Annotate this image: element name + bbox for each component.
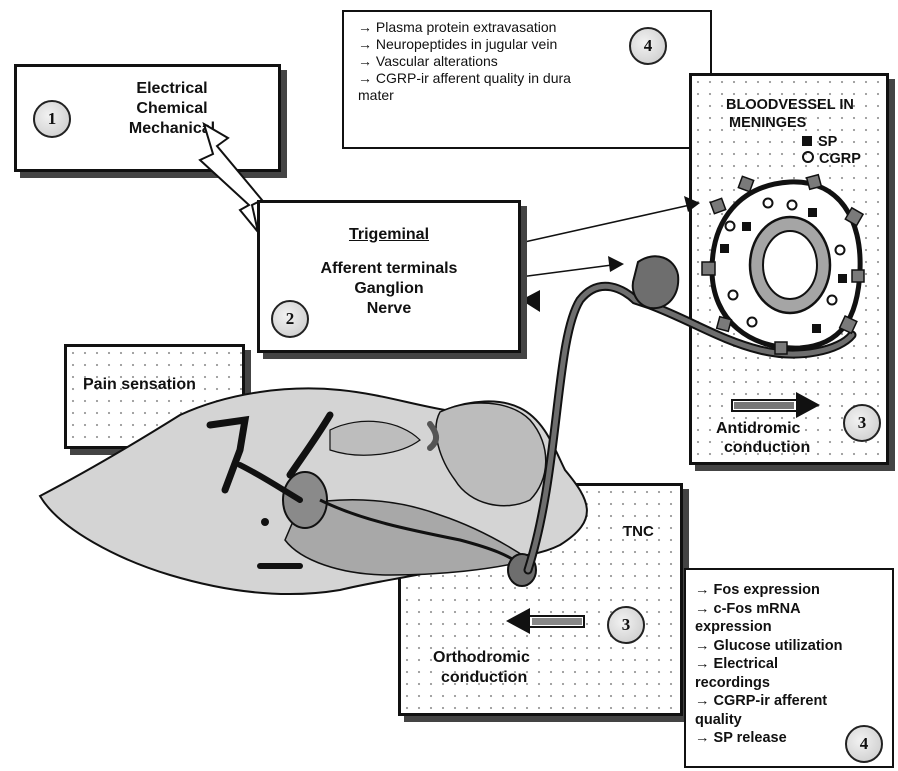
vessel-lumen [763, 231, 817, 299]
trigeminal-afferent-terminals: Afferent terminals [260, 259, 518, 279]
trigeminal-ganglion-label: Ganglion [260, 279, 518, 299]
stimulus-lightning-bolt-icon [200, 124, 262, 232]
step-2-marker: 2 [271, 300, 309, 338]
trigeminal-ganglion [633, 256, 678, 308]
nucleus-dot [261, 518, 269, 526]
nerve-origin-arrow [521, 290, 540, 312]
antidromic-arrow-icon [732, 392, 820, 418]
rat-brain-illustration [40, 388, 587, 594]
trigeminal-title: Trigeminal [260, 225, 518, 245]
meningeal-blood-vessel [702, 175, 864, 354]
orthodromic-arrow-icon [506, 608, 584, 634]
